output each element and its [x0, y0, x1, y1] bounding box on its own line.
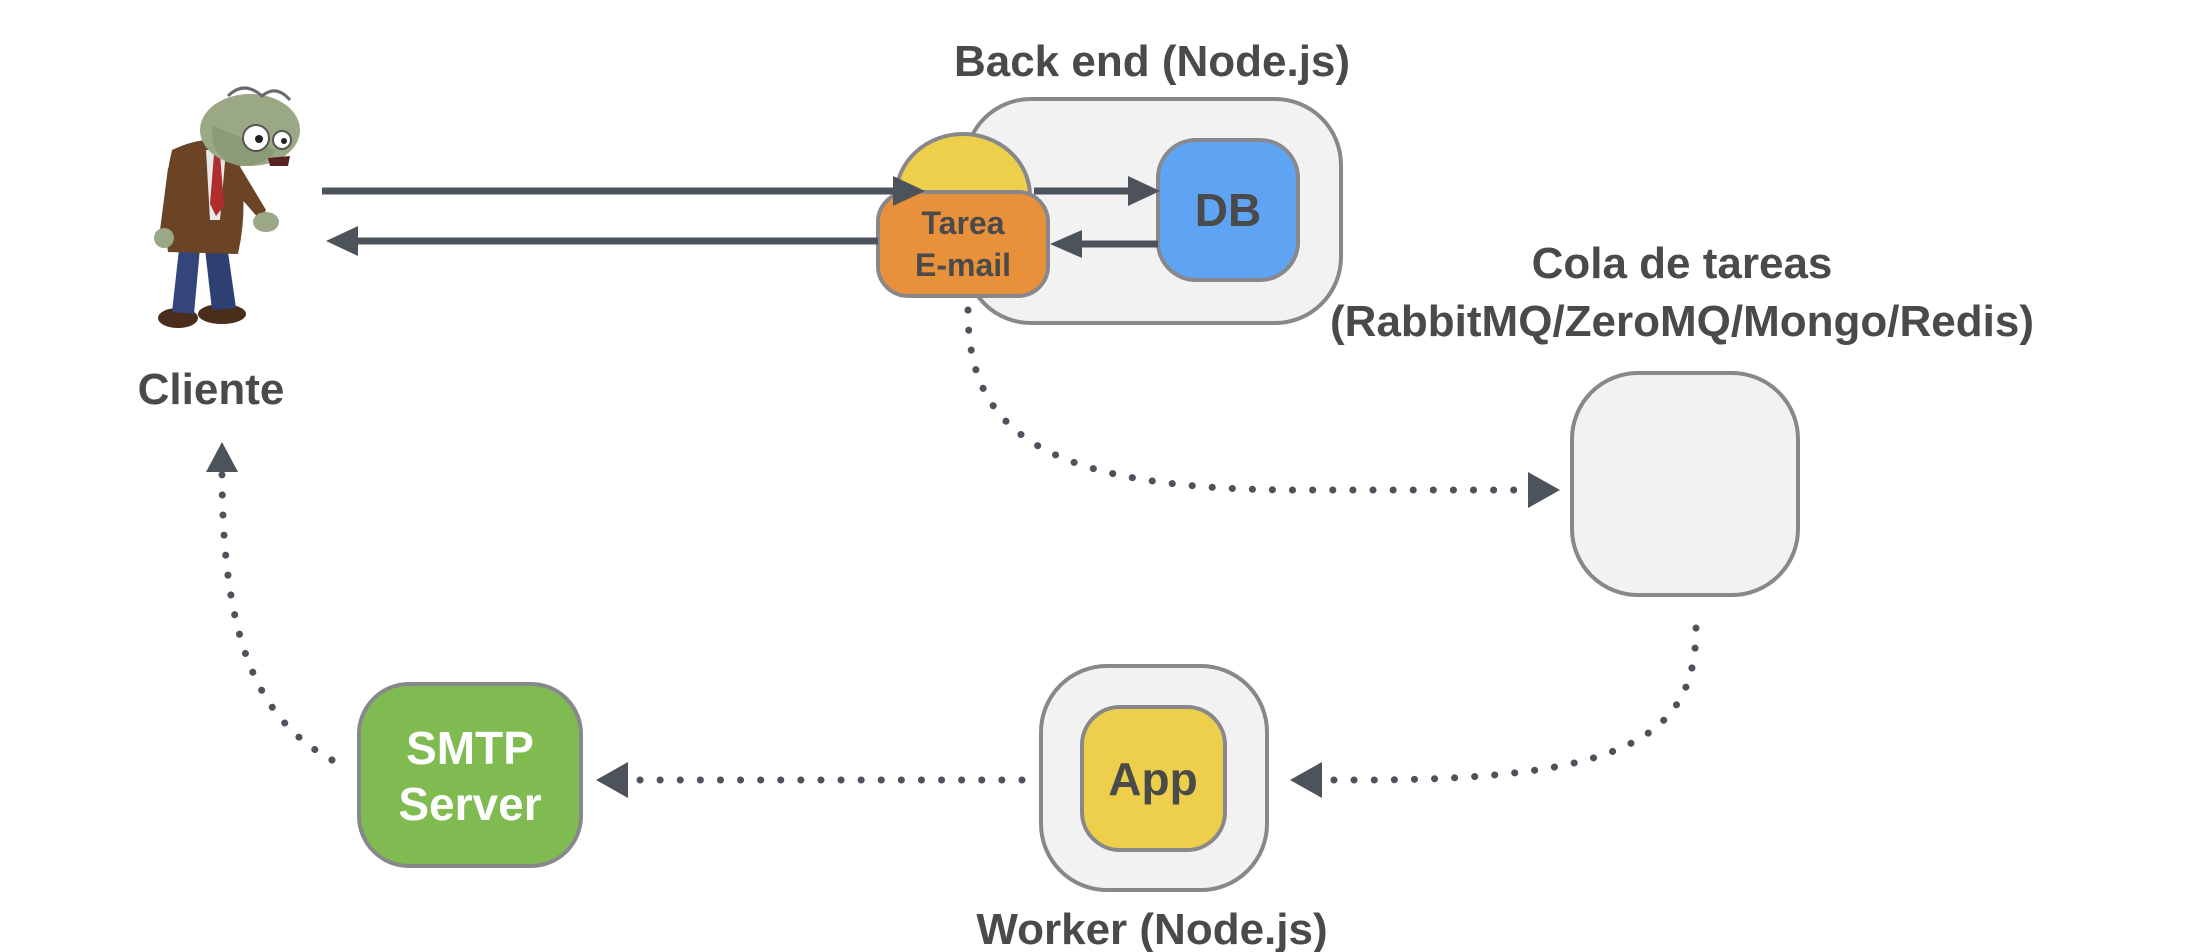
arrow-db-to-task — [1050, 230, 1158, 258]
arrow-task-to-db — [1034, 176, 1160, 206]
queue-node — [1570, 371, 1800, 597]
queue-title-line2: (RabbitMQ/ZeroMQ/Mongo/Redis) — [1330, 297, 2034, 346]
worker-title: Worker (Node.js) — [976, 905, 1327, 952]
arrow-backend-to-client — [326, 226, 878, 256]
db-label: DB — [1195, 184, 1261, 236]
smtp-label-line1: SMTP — [406, 722, 534, 774]
queue-title-line1: Cola de tareas — [1532, 239, 1833, 288]
dotted-arrow-smtp-to-client — [206, 442, 336, 764]
task-label-line1: Tarea — [921, 205, 1004, 241]
app-node — [1080, 705, 1227, 852]
smtp-node — [357, 682, 583, 868]
arrow-client-to-backend — [322, 176, 925, 206]
zombie-icon — [154, 86, 300, 328]
dotted-arrow-worker-to-smtp — [596, 762, 1026, 798]
smtp-label-line2: Server — [398, 778, 541, 830]
task-envelope-top — [893, 132, 1033, 198]
client-label: Cliente — [138, 365, 285, 414]
db-node — [1156, 138, 1300, 282]
backend-title: Back end (Node.js) — [954, 37, 1350, 86]
task-label-line2: E-mail — [915, 247, 1011, 283]
app-label: App — [1108, 753, 1197, 805]
dotted-arrow-task-to-queue — [964, 306, 1560, 508]
dotted-arrow-queue-to-worker — [1290, 624, 1700, 798]
